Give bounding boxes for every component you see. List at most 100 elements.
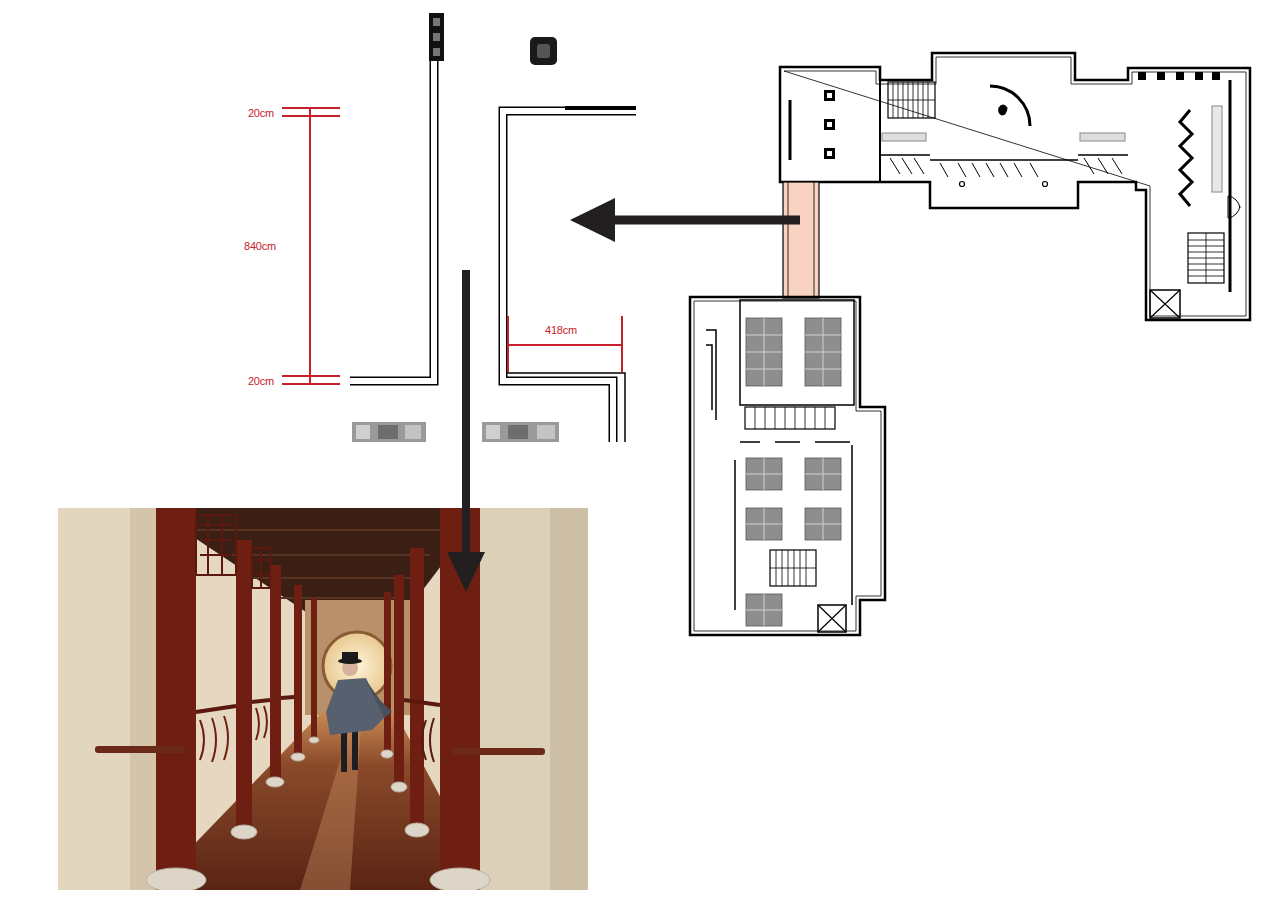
elevator	[1150, 290, 1180, 318]
pillar	[433, 18, 440, 26]
railing	[252, 700, 270, 702]
pillar	[433, 48, 440, 56]
handrail	[452, 748, 545, 755]
table-icon	[746, 318, 841, 626]
lattice	[196, 515, 236, 575]
elevator	[818, 605, 846, 632]
railing	[196, 697, 294, 712]
stair	[770, 550, 816, 586]
column-icon	[1176, 72, 1184, 80]
stone-base	[381, 750, 393, 758]
column-icon	[960, 182, 965, 187]
dimension-line	[508, 344, 622, 346]
dimension-label: 20cm	[248, 375, 274, 388]
person-figure	[326, 652, 392, 772]
column-icon	[824, 119, 835, 130]
stair	[1188, 233, 1224, 283]
dimension-label: 20cm	[248, 107, 274, 120]
column-icon	[824, 148, 835, 159]
railing-baluster	[404, 700, 440, 762]
stone-base	[405, 823, 429, 837]
pointer-arrow	[447, 552, 485, 592]
table-icon	[746, 458, 841, 626]
column-icon	[537, 44, 550, 58]
floor-light	[300, 712, 362, 890]
column-icon	[1157, 72, 1165, 80]
building-outline	[694, 301, 881, 631]
column-icon	[1043, 182, 1048, 187]
railing-baluster	[404, 700, 440, 705]
wall	[1229, 80, 1232, 292]
pillar	[433, 33, 440, 41]
table-icon	[405, 425, 421, 439]
timber-pillar	[410, 548, 424, 828]
railing-baluster	[256, 706, 267, 740]
door-swing	[1228, 196, 1240, 218]
stone-base	[391, 782, 407, 792]
lattice	[200, 515, 232, 575]
pointer-arrow	[570, 198, 615, 242]
elevator	[818, 605, 846, 632]
column-icon	[827, 93, 832, 98]
wall	[507, 373, 625, 442]
building-outline	[780, 53, 1250, 320]
wall	[706, 330, 716, 420]
railing-baluster	[422, 718, 434, 762]
dimension-lines	[282, 108, 622, 384]
pointer-arrow	[610, 216, 800, 225]
sculpture	[999, 105, 1007, 115]
lattice	[252, 548, 270, 588]
handrail	[95, 746, 185, 753]
column-icon	[824, 90, 835, 101]
dimension-label: 418cm	[545, 324, 577, 337]
wall	[350, 14, 434, 381]
timber-pillar	[311, 598, 317, 738]
column-icon	[827, 93, 832, 156]
shelf	[882, 133, 926, 141]
timber-pillar	[270, 565, 281, 780]
dimension-line	[309, 108, 311, 384]
stair	[745, 407, 835, 429]
column-icon	[1212, 72, 1220, 80]
lattice	[252, 548, 270, 588]
wall-column	[550, 508, 588, 890]
wall-column	[130, 508, 156, 890]
table-icon	[352, 422, 559, 442]
wall	[789, 100, 792, 160]
timber-pillar	[394, 575, 404, 785]
corridor-highlight	[783, 182, 819, 298]
table-icon	[746, 318, 841, 386]
stair	[888, 82, 935, 118]
pointer-arrow	[462, 270, 470, 558]
wall	[503, 111, 636, 442]
table-icon	[352, 422, 426, 442]
railing	[281, 697, 294, 698]
lattice	[196, 515, 270, 588]
column-icon	[1195, 72, 1203, 80]
railing	[196, 706, 236, 712]
floor-plan	[690, 53, 1250, 635]
sculpture-arc	[990, 86, 1030, 126]
timber-pillar	[236, 540, 252, 830]
stair	[888, 82, 935, 118]
person-figure	[326, 678, 384, 735]
wall	[565, 106, 636, 110]
stone-base	[309, 737, 319, 743]
shelf	[1080, 133, 1125, 141]
timber-pillar	[294, 585, 302, 755]
column-icon	[824, 90, 835, 159]
wall	[880, 155, 1128, 160]
column-icon	[827, 151, 832, 156]
building-outline	[784, 57, 1246, 316]
table-icon	[746, 318, 841, 626]
timber-pillar	[384, 592, 391, 752]
stair	[1188, 233, 1224, 283]
timber-pillar	[156, 508, 196, 880]
table-icon	[486, 425, 500, 439]
person-figure	[338, 658, 362, 664]
dimension-tick	[282, 383, 340, 385]
stone-base	[146, 737, 490, 890]
elevator	[1150, 290, 1180, 318]
